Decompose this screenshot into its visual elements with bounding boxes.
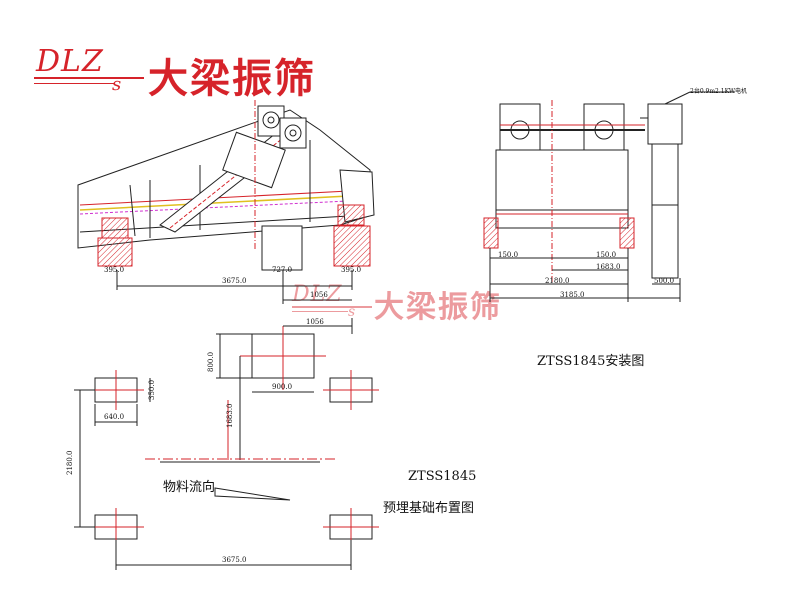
- watermark-chinese-text: 大梁振筛: [374, 290, 502, 325]
- fnd-block-height-label: 800.0: [207, 351, 215, 372]
- left-foundation: [97, 237, 133, 267]
- side-left-support-dim: 395.0: [104, 266, 125, 274]
- motor-note: 2台0.9m2.1KW电机: [690, 88, 748, 95]
- exciter-wheel-2: [284, 124, 302, 142]
- fnd-center-height-label: 1683.0: [226, 403, 234, 429]
- logo-sub-text: s: [112, 74, 122, 95]
- end-total-width-dim: 3185.0: [560, 291, 585, 299]
- end-inner-span-dim: 1683.0: [596, 263, 621, 271]
- model-title: ZTSS1845: [408, 469, 477, 484]
- end-right-inner-dim: 150.0: [596, 251, 617, 259]
- exciter-beam: [159, 129, 296, 233]
- end-outer-span-dim: 2180.0: [545, 277, 570, 285]
- motor-width-dim: 500.0: [654, 277, 675, 285]
- brace-d: [129, 184, 136, 237]
- end-left-spring: [483, 217, 499, 249]
- fnd-block-width-label: 900.0: [272, 383, 293, 391]
- watermark-underline-secondary: [292, 311, 348, 312]
- watermark-sub-text: s: [348, 304, 356, 320]
- end-deck: [495, 209, 629, 229]
- motor-stand: [651, 143, 679, 279]
- screen-deck-line: [79, 189, 369, 206]
- install-drawing-title: ZTSS1845安装图: [537, 354, 645, 369]
- right-spring-support: [337, 204, 365, 226]
- logo-latin-text: DLZ: [36, 44, 104, 79]
- screen-deck-line-yellow: [79, 194, 369, 211]
- foundation-title: 预埋基础布置图: [383, 501, 475, 516]
- watermark-underline: [292, 306, 372, 308]
- foundation-layout: [74, 318, 379, 570]
- company-logo: DLZ s 大梁振筛: [30, 44, 330, 114]
- logo-underline-secondary: [34, 83, 114, 84]
- exciter-wheel-1: [262, 111, 280, 129]
- side-view: [77, 100, 375, 304]
- fnd-pad-width-label: 640.0: [104, 413, 125, 421]
- exciter-box-2: [279, 117, 307, 149]
- material-flow-label: 物料流向: [163, 480, 216, 495]
- center-foundation: [261, 225, 303, 271]
- side-offset-dim: 1056: [310, 291, 328, 299]
- motor-body: [647, 103, 683, 145]
- side-span-dim: 3675.0: [222, 277, 247, 285]
- logo-underline: [34, 77, 144, 79]
- motor-leader: [664, 91, 691, 105]
- fnd-top-offset-dim: 1056: [306, 318, 324, 326]
- watermark-logo: DLZ s 大梁振筛: [288, 280, 528, 340]
- fnd-vertical-span-label: 2180.0: [66, 450, 74, 476]
- fnd-horizontal-span-label: 3675.0: [222, 556, 247, 564]
- logo-chinese-text: 大梁振筛: [148, 56, 316, 102]
- screen-deck-line-magenta: [79, 199, 369, 215]
- exciter-beam-mid: [169, 133, 289, 229]
- end-view: [483, 91, 735, 302]
- right-foundation: [333, 225, 371, 267]
- side-center-block-dim: 727.0: [272, 266, 293, 274]
- end-left-inner-dim: 150.0: [498, 251, 519, 259]
- end-right-spring: [619, 217, 635, 249]
- left-spring-support: [101, 217, 129, 239]
- fnd-pad-height-label: 350.0: [148, 379, 156, 400]
- center-frame: [222, 131, 286, 189]
- flow-arrow: [214, 487, 291, 501]
- side-right-support-dim: 395.0: [341, 266, 362, 274]
